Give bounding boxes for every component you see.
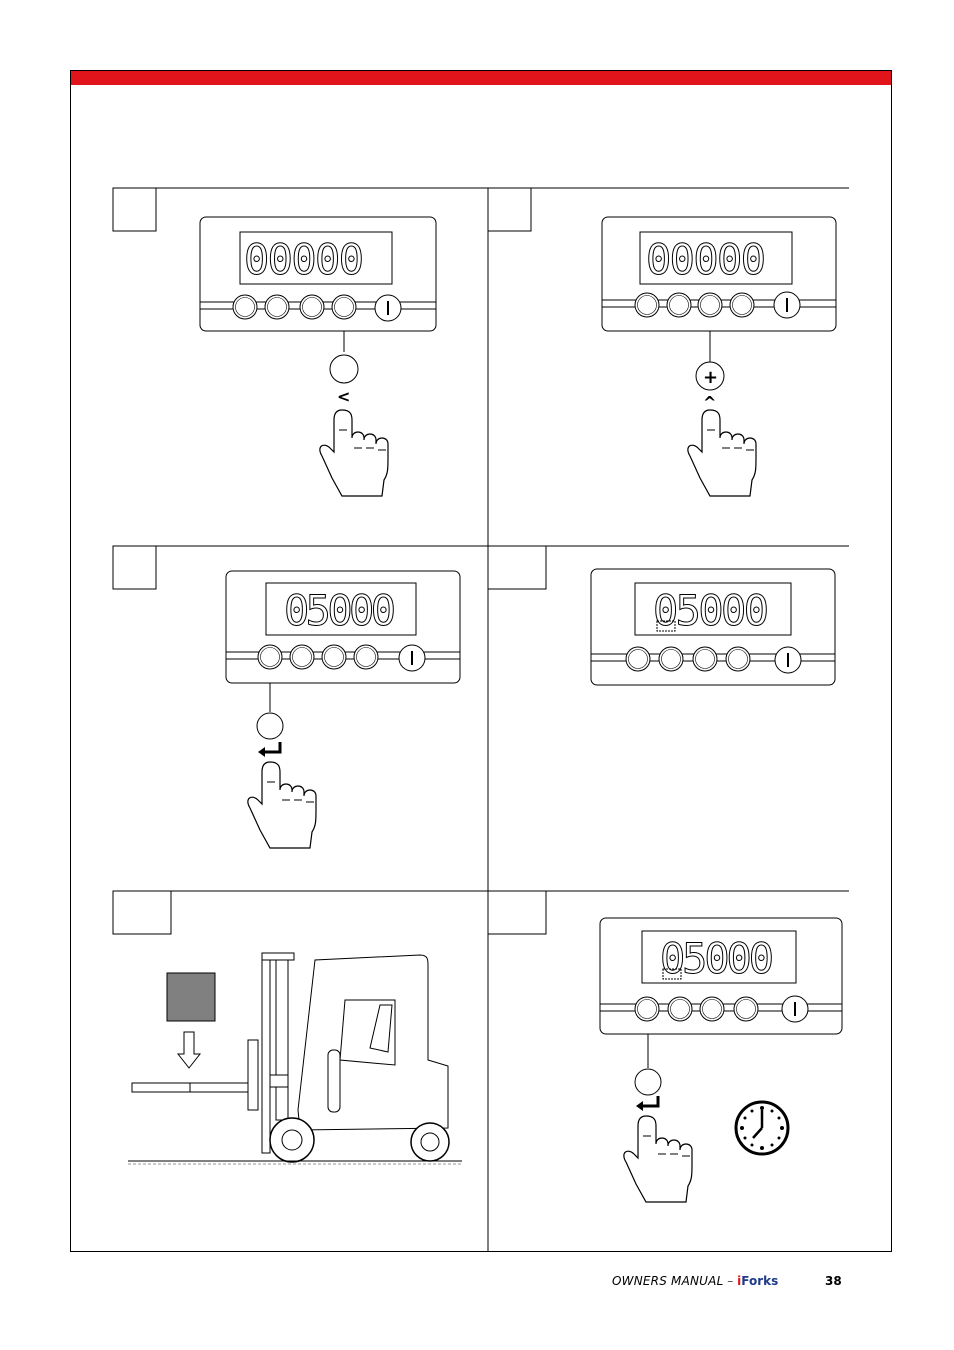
svg-text:05000: 05000: [653, 586, 769, 635]
page-number: 38: [825, 1274, 842, 1288]
forklift-illustration: [128, 952, 462, 1165]
step-box-3: [112, 545, 157, 590]
svg-text:00000: 00000: [646, 235, 766, 284]
manual-label: OWNERS MANUAL: [612, 1274, 724, 1288]
svg-text:00000: 00000: [244, 235, 364, 284]
step-box-4: [487, 545, 547, 590]
step-box-2: [487, 187, 532, 232]
step-box-1: [112, 187, 157, 232]
svg-text:<: <: [337, 387, 350, 406]
svg-text:+: +: [703, 367, 718, 388]
svg-text:^: ^: [703, 393, 716, 412]
indicator-panel-6: 05000: [599, 917, 843, 1203]
indicator-panel-1: 00000 <: [199, 216, 437, 497]
footer-separator: –: [727, 1274, 734, 1288]
brand-rest: Forks: [741, 1274, 779, 1288]
page-frame: [70, 70, 892, 1252]
brand-i: i: [737, 1274, 742, 1288]
brand-logo: iForks: [737, 1274, 778, 1288]
indicator-panel-4: 05000: [590, 568, 836, 686]
indicator-panel-3: 05000: [225, 570, 461, 849]
svg-text:05000: 05000: [284, 586, 396, 635]
header-red-bar: [70, 70, 892, 85]
step-box-5: [112, 890, 172, 935]
indicator-panel-2: 00000 + ^: [601, 216, 837, 497]
svg-text:05000: 05000: [660, 934, 774, 983]
page-footer: OWNERS MANUAL – iForks 38: [612, 1274, 852, 1294]
step-box-6: [487, 890, 547, 935]
